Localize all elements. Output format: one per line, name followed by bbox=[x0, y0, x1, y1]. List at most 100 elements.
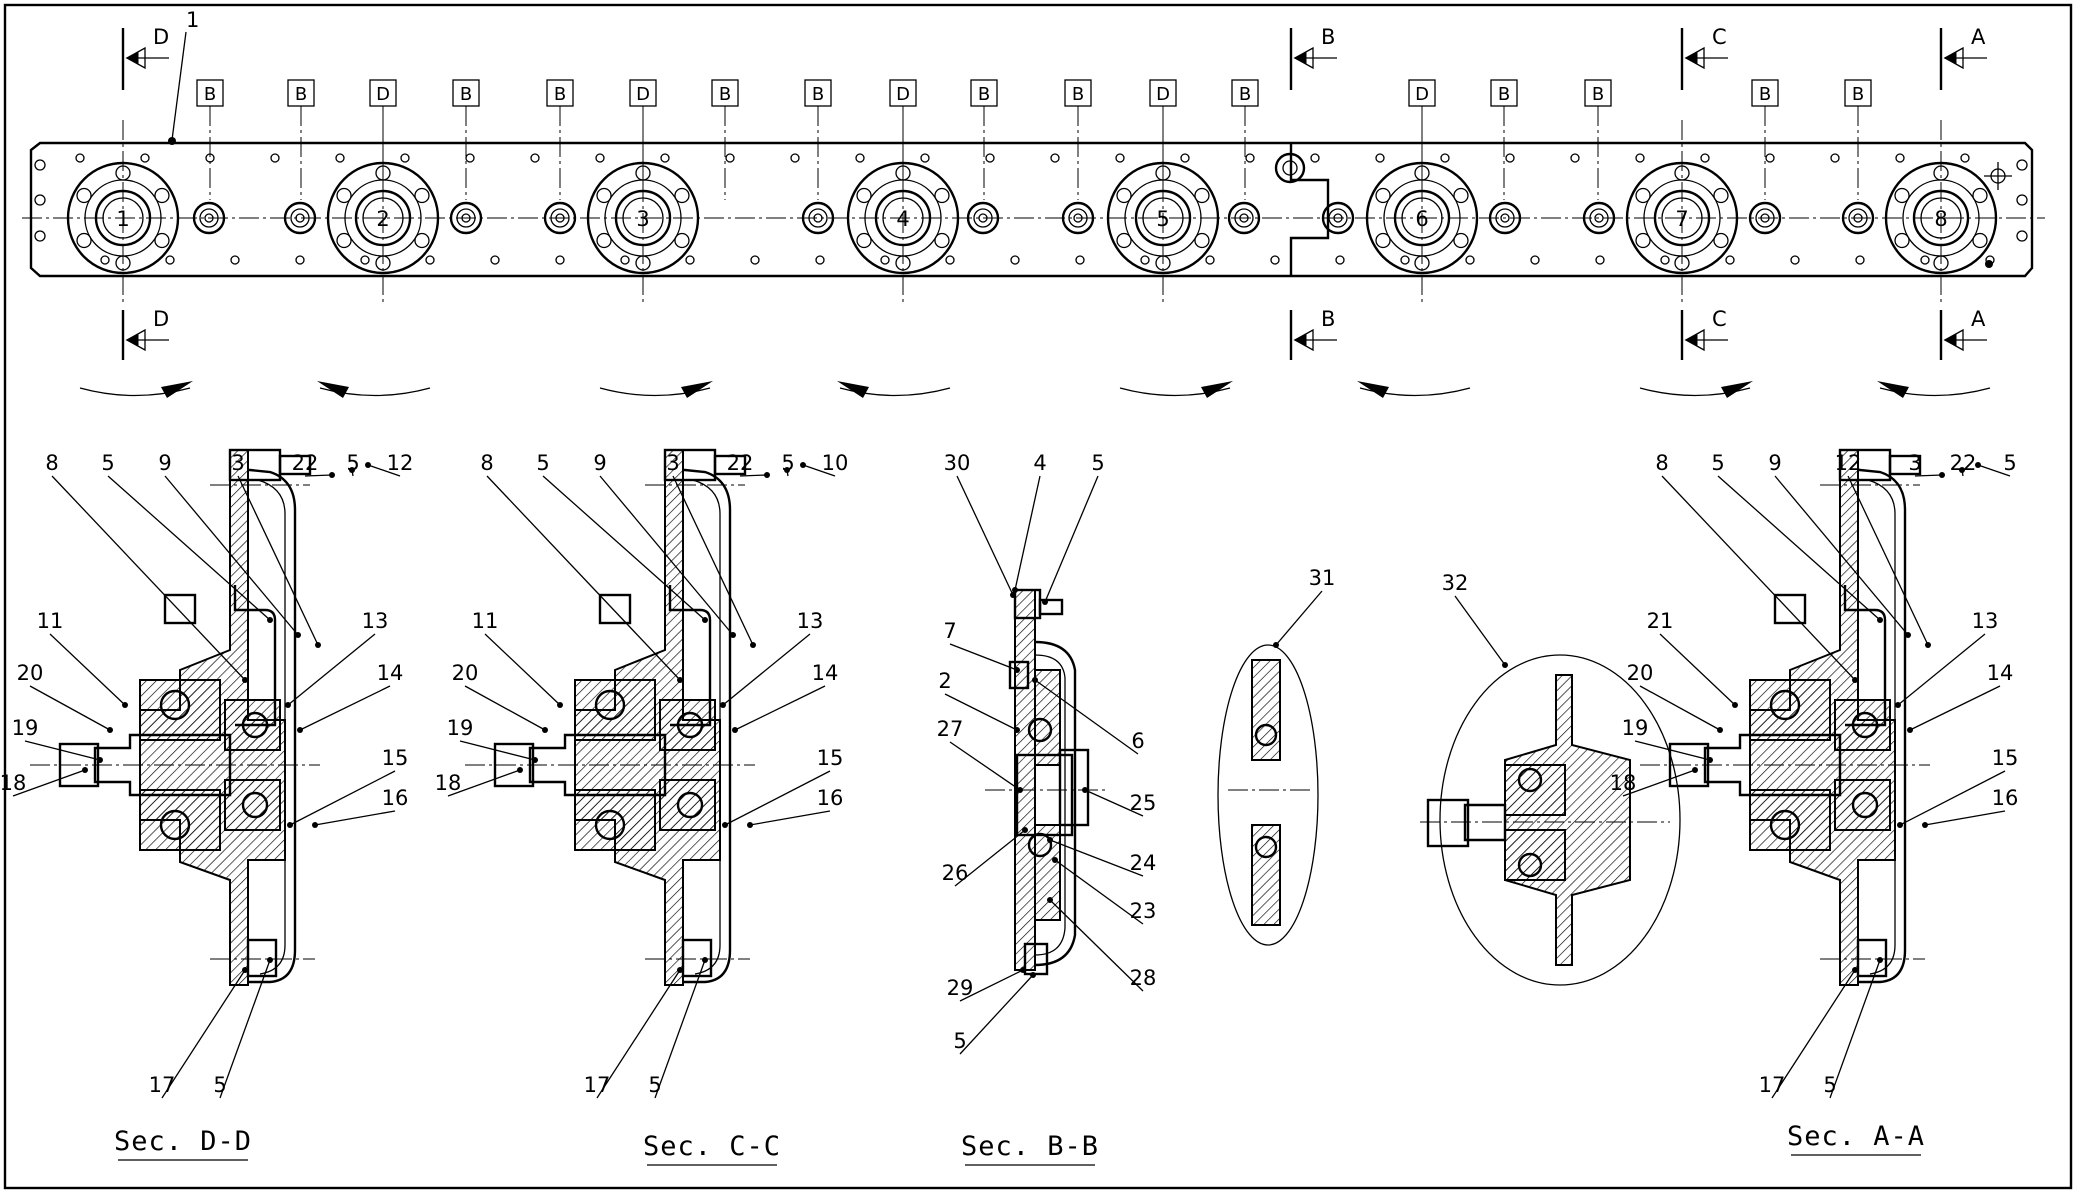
detail-31-upper-ball bbox=[1254, 723, 1278, 747]
idler-bottom-bolt bbox=[1023, 942, 1049, 976]
part-number: 11 bbox=[37, 609, 64, 633]
edge-hole-top bbox=[140, 153, 150, 163]
cut-plane-letter: C bbox=[1712, 25, 1727, 49]
part-number: 16 bbox=[817, 786, 844, 810]
item-one-leader bbox=[171, 31, 187, 141]
edge-hole-top bbox=[1180, 153, 1190, 163]
flange-bolt-hole bbox=[674, 187, 690, 204]
bottom-bolt-head bbox=[246, 938, 278, 978]
leader-dot bbox=[702, 617, 708, 623]
leader-line bbox=[1774, 475, 1909, 636]
section-part-label: 3 bbox=[231, 451, 321, 648]
section-caption-text: Sec. B-B bbox=[961, 1131, 1099, 1162]
idler-core bbox=[1760, 213, 1770, 223]
part-number: 8 bbox=[1655, 451, 1668, 475]
lower-bearing-ball bbox=[594, 809, 626, 841]
end-hole bbox=[34, 194, 46, 206]
marker-dot bbox=[1985, 260, 1993, 268]
detail-31-outline bbox=[1217, 644, 1319, 946]
idler-hub bbox=[1321, 201, 1355, 235]
section-a-a bbox=[1640, 448, 1930, 986]
section-tag-letter: D bbox=[896, 84, 910, 105]
leader-dot bbox=[1925, 642, 1931, 648]
idler-inner bbox=[290, 208, 310, 228]
outer-cap-inner bbox=[692, 479, 721, 975]
leader-dot bbox=[1032, 677, 1038, 683]
section-part-label: 17 bbox=[584, 967, 683, 1099]
section-part-label: 13 bbox=[285, 609, 388, 708]
cut-plane-arrowhead bbox=[1293, 328, 1314, 352]
upper-bearing-ball bbox=[594, 689, 626, 721]
cut-plane-letter: D bbox=[153, 25, 169, 49]
leader-dot bbox=[784, 467, 790, 473]
section-part-label: 3 bbox=[666, 451, 756, 648]
leader-line bbox=[734, 685, 826, 731]
section-c-c bbox=[465, 448, 755, 986]
idler-core bbox=[295, 213, 305, 223]
section-b-part-label: 27 bbox=[937, 717, 1023, 793]
joint-pin-inner bbox=[1282, 160, 1298, 176]
part-number: 5 bbox=[101, 451, 114, 475]
section-tag-letter: B bbox=[1072, 84, 1084, 105]
leader-line bbox=[1659, 633, 1736, 706]
detail-31-label: 31 bbox=[1273, 566, 1335, 648]
edge-hole-bottom bbox=[1010, 255, 1020, 265]
leader-dot bbox=[750, 642, 756, 648]
rotation-arrow-cw bbox=[599, 381, 713, 398]
leader-dot bbox=[242, 677, 248, 683]
idler-outer bbox=[543, 201, 577, 235]
rotation-arc bbox=[1639, 387, 1751, 397]
section-tag: B bbox=[711, 79, 739, 200]
section-tag-letter: B bbox=[1759, 84, 1771, 105]
idler-inner bbox=[550, 208, 570, 228]
section-caption-text: Sec. C-C bbox=[643, 1131, 781, 1162]
leader-dot bbox=[1732, 702, 1738, 708]
leader-line bbox=[959, 969, 1024, 1002]
leader-dot bbox=[542, 727, 548, 733]
leader-line bbox=[596, 969, 681, 1099]
part-number: 12 bbox=[387, 451, 414, 475]
station-2: 2 bbox=[326, 120, 440, 305]
idler-outer bbox=[1841, 201, 1875, 235]
section-part-label: 16 bbox=[1922, 786, 2018, 828]
leader-dot bbox=[315, 642, 321, 648]
section-caption-text: Sec. D-D bbox=[114, 1126, 252, 1157]
section-part-label: 9 bbox=[1768, 451, 1911, 638]
idler-hub bbox=[1748, 201, 1782, 235]
section-part-label: 22 bbox=[1950, 451, 1976, 477]
rotation-arrowhead bbox=[1201, 381, 1233, 398]
idler-outer bbox=[1488, 201, 1522, 235]
section-part-label: 11 bbox=[37, 609, 128, 708]
leader-dot bbox=[349, 467, 355, 473]
item-one-dot bbox=[168, 137, 176, 145]
part-number: 5 bbox=[213, 1073, 226, 1097]
part-number: 5 bbox=[1711, 451, 1724, 475]
lower-inner-bearing bbox=[224, 779, 281, 831]
section-part-label: 15 bbox=[1897, 746, 2018, 828]
leader-dot bbox=[97, 757, 103, 763]
idler-inner bbox=[1495, 208, 1515, 228]
section-b-part-label: 23 bbox=[1052, 857, 1157, 925]
part-number: 16 bbox=[382, 786, 409, 810]
edge-hole-top bbox=[1245, 153, 1255, 163]
cut-plane-bottom: C bbox=[1680, 307, 1728, 360]
leader-line bbox=[722, 633, 811, 706]
section-tag: D bbox=[1149, 79, 1177, 200]
part-number: 5 bbox=[1091, 451, 1104, 475]
leader-line bbox=[542, 475, 706, 621]
leader-dot bbox=[1905, 632, 1911, 638]
leader-dot bbox=[1897, 822, 1903, 828]
part-number: 13 bbox=[1972, 609, 1999, 633]
idler-hub bbox=[1061, 201, 1095, 235]
leader-dot bbox=[267, 617, 273, 623]
part-number: 23 bbox=[1130, 899, 1157, 923]
cut-plane-letter: C bbox=[1712, 307, 1727, 331]
rotation-arc bbox=[599, 387, 711, 397]
leader-dot bbox=[677, 967, 683, 973]
leader-dot bbox=[677, 677, 683, 683]
leader-line bbox=[1622, 769, 1696, 797]
idler-top-bolt-shank bbox=[1038, 598, 1064, 616]
leader-dot bbox=[1047, 897, 1053, 903]
edge-hole-bottom bbox=[685, 255, 695, 265]
idler-hub bbox=[449, 201, 483, 235]
